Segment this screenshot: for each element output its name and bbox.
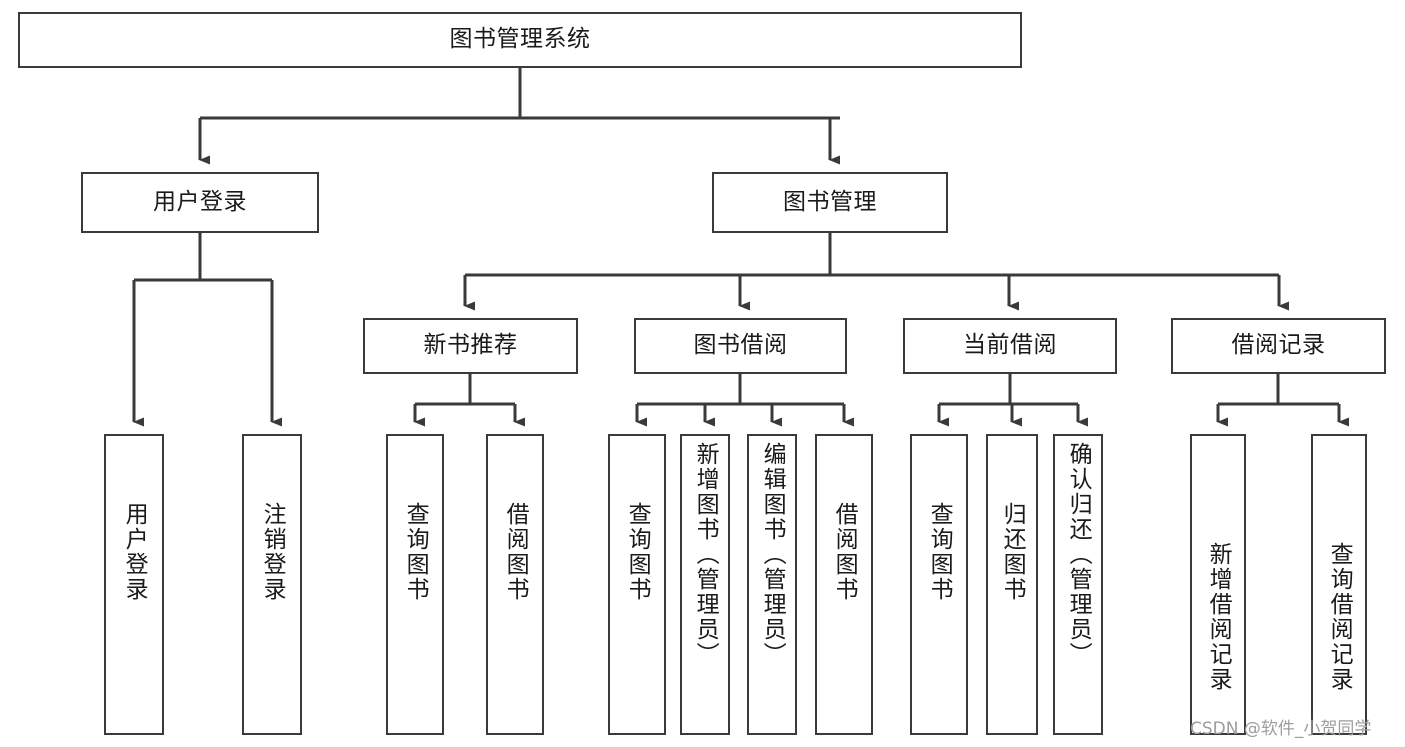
node-leaf-borrow-book-b[interactable]: 借阅图书 (815, 434, 873, 735)
node-leaf-confirm-return-admin-label: 确认归还（管理员） (1065, 442, 1092, 667)
node-leaf-borrow-book-a[interactable]: 借阅图书 (486, 434, 544, 735)
node-leaf-query-book-c[interactable]: 查询图书 (910, 434, 968, 735)
node-borrow-record-label: 借阅记录 (1231, 332, 1326, 359)
node-root[interactable]: 图书管理系统 (18, 12, 1022, 68)
node-leaf-query-book-a[interactable]: 查询图书 (386, 434, 444, 735)
node-leaf-logout[interactable]: 注销登录 (242, 434, 302, 735)
node-leaf-query-book-b-label: 查询图书 (624, 502, 651, 602)
node-new-book-recommendation[interactable]: 新书推荐 (363, 318, 578, 374)
node-user-login[interactable]: 用户登录 (81, 172, 319, 233)
node-current-borrow-label: 当前借阅 (963, 332, 1057, 359)
node-current-borrow[interactable]: 当前借阅 (903, 318, 1117, 374)
node-leaf-borrow-book-a-label: 借阅图书 (502, 502, 529, 602)
node-borrow-record[interactable]: 借阅记录 (1171, 318, 1386, 374)
node-leaf-user-login[interactable]: 用户登录 (104, 434, 164, 735)
node-new-book-recommendation-label: 新书推荐 (423, 332, 518, 359)
node-leaf-add-book-admin-label: 新增图书（管理员） (692, 442, 719, 667)
node-leaf-edit-book-admin[interactable]: 编辑图书（管理员） (747, 434, 797, 735)
node-leaf-add-borrow-record-label: 新增借阅记录 (1205, 542, 1232, 692)
node-leaf-query-borrow-record-label: 查询借阅记录 (1326, 542, 1353, 692)
node-leaf-user-login-label: 用户登录 (121, 502, 148, 602)
node-leaf-add-book-admin[interactable]: 新增图书（管理员） (680, 434, 730, 735)
node-leaf-add-borrow-record[interactable]: 新增借阅记录 (1190, 434, 1246, 735)
csdn-watermark: CSDN @软件_小贺同学 (1190, 719, 1372, 739)
node-leaf-query-book-b[interactable]: 查询图书 (608, 434, 666, 735)
node-leaf-logout-label: 注销登录 (259, 502, 286, 602)
node-leaf-borrow-book-b-label: 借阅图书 (831, 502, 858, 602)
node-book-borrow[interactable]: 图书借阅 (634, 318, 847, 374)
node-leaf-query-book-a-label: 查询图书 (402, 502, 429, 602)
node-leaf-return-book-label: 归还图书 (999, 502, 1026, 602)
node-leaf-return-book[interactable]: 归还图书 (986, 434, 1038, 735)
node-leaf-query-book-c-label: 查询图书 (926, 502, 953, 602)
node-leaf-edit-book-admin-label: 编辑图书（管理员） (759, 442, 786, 667)
node-book-management-label: 图书管理 (783, 188, 877, 215)
node-root-label: 图书管理系统 (449, 26, 591, 53)
node-leaf-confirm-return-admin[interactable]: 确认归还（管理员） (1053, 434, 1103, 735)
node-leaf-query-borrow-record[interactable]: 查询借阅记录 (1311, 434, 1367, 735)
node-book-management[interactable]: 图书管理 (712, 172, 948, 233)
node-book-borrow-label: 图书借阅 (693, 332, 788, 359)
node-user-login-label: 用户登录 (153, 188, 247, 215)
